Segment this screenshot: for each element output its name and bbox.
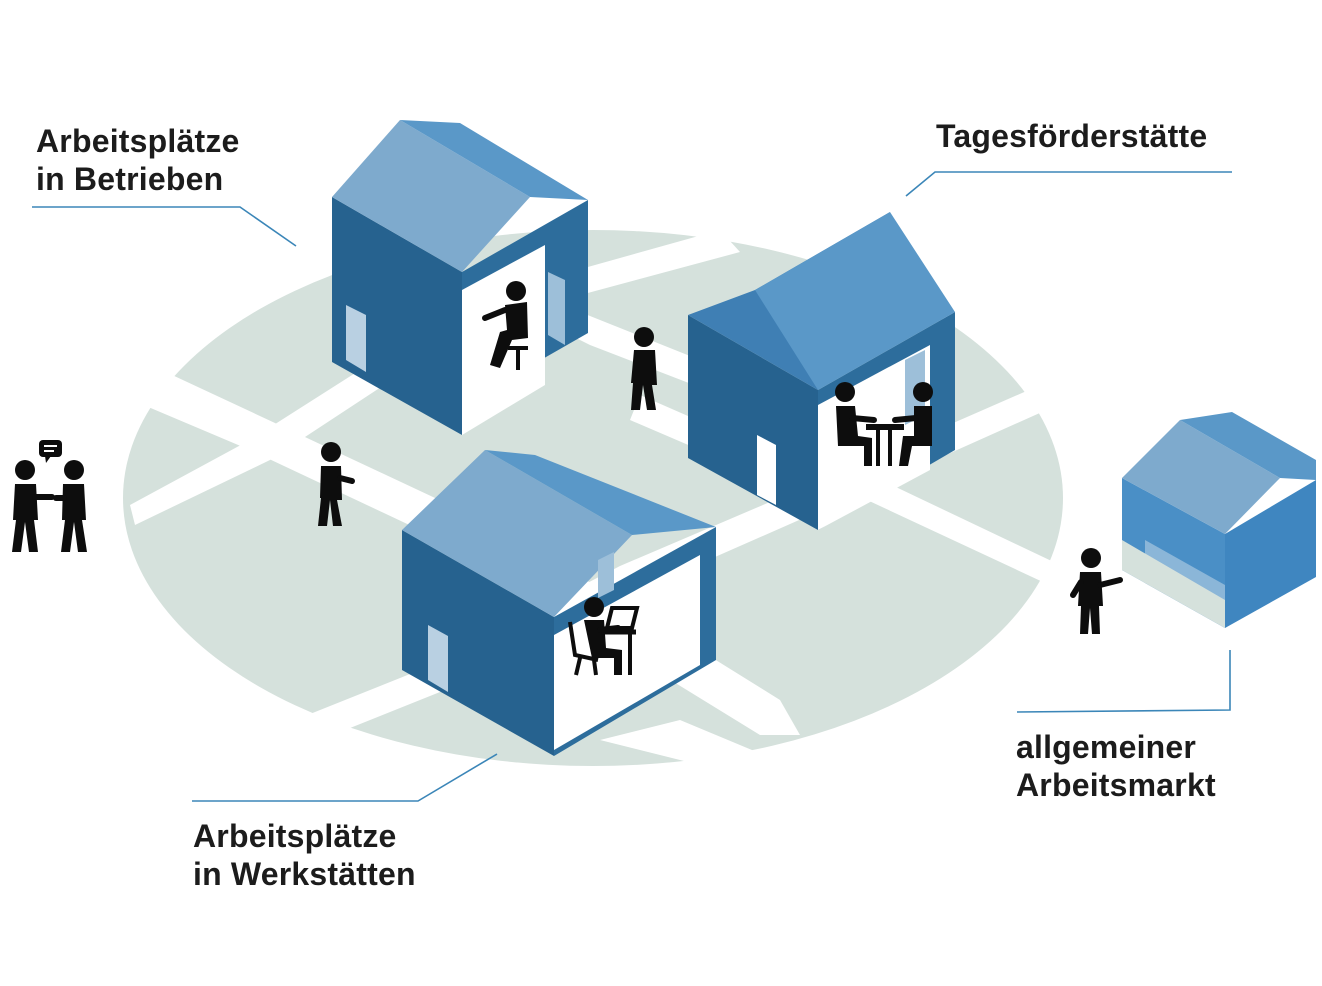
label-allgemeiner-arbeitsmarkt: allgemeiner Arbeitsmarkt	[1016, 728, 1216, 804]
people	[12, 281, 1123, 676]
conversation-icon	[12, 460, 87, 552]
label-line: in Betrieben	[36, 161, 224, 197]
sitting-worker-icon	[482, 281, 528, 370]
pointing-person-icon	[1070, 548, 1123, 634]
label-line: in Werkstätten	[193, 856, 416, 892]
label-tagesfoerderstaette: Tagesförderstätte	[936, 117, 1207, 155]
house-werkstaetten-icon	[402, 450, 716, 756]
label-arbeitsplaetze-in-betrieben: Arbeitsplätze in Betrieben	[36, 122, 240, 198]
label-line: Arbeitsplätze	[193, 818, 397, 854]
leader-lines	[32, 171, 1232, 802]
label-line: Arbeitsplätze	[36, 123, 240, 159]
leader-line-betriebe	[32, 206, 297, 247]
table-meeting-icon	[835, 382, 933, 466]
house-arbeitsmarkt-icon	[1122, 412, 1316, 628]
computer-worker-icon	[568, 597, 640, 676]
leader-line-arbeitsmarkt	[1016, 650, 1231, 713]
leader-line-werkstaetten	[192, 753, 498, 802]
label-arbeitsplaetze-in-werkstaetten: Arbeitsplätze in Werkstätten	[193, 817, 416, 893]
speech-bubble-icon	[39, 440, 62, 463]
walking-person-icon	[318, 442, 355, 526]
label-line: Tagesförderstätte	[936, 118, 1208, 154]
walking-person-icon	[631, 327, 657, 410]
leader-line-tages	[905, 171, 1232, 197]
label-line: allgemeiner	[1016, 729, 1197, 765]
label-line: Arbeitsmarkt	[1016, 767, 1216, 803]
